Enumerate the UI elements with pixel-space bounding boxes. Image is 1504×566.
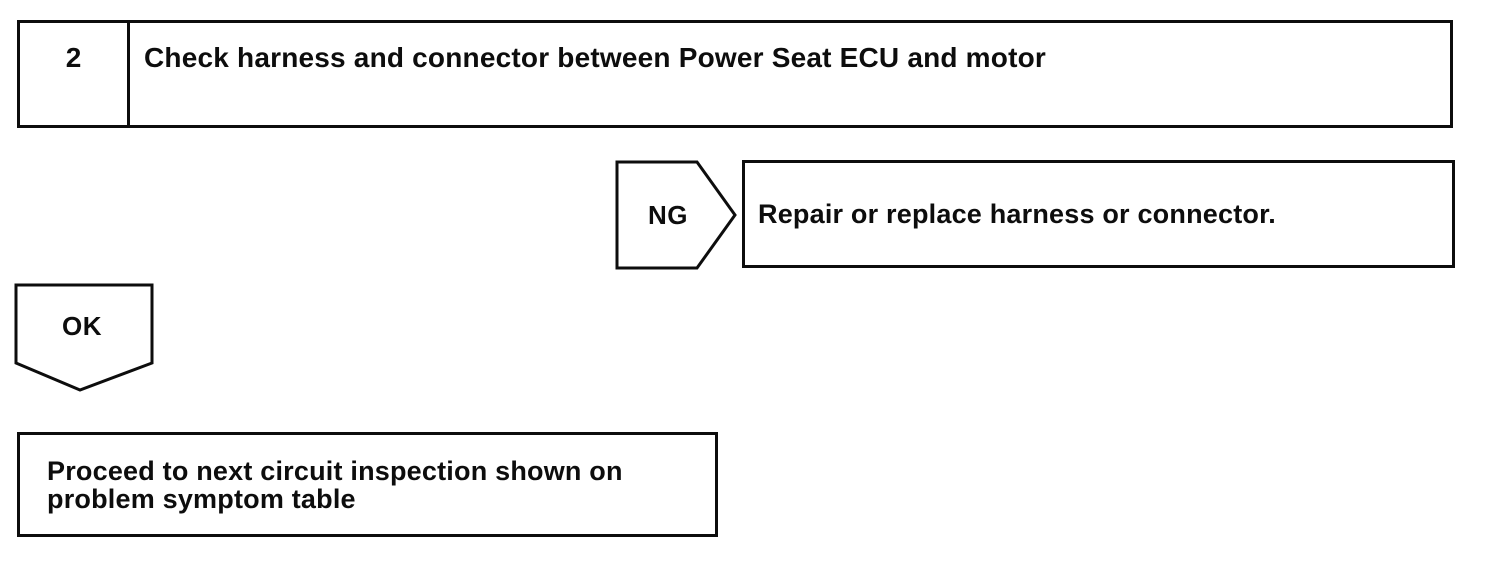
ng-result-box: Repair or replace harness or connector.: [742, 160, 1455, 268]
step-number: 2: [20, 23, 130, 125]
step-box: 2 Check harness and connector between Po…: [17, 20, 1453, 128]
ng-pentagon-right-icon: [615, 160, 737, 270]
ok-connector: OK: [13, 283, 157, 395]
ok-pentagon-down-icon: [14, 283, 154, 392]
step-title: Check harness and connector between Powe…: [144, 42, 1046, 73]
ok-result-line-1: Proceed to next circuit inspection shown…: [47, 455, 623, 486]
ok-connector-label: OK: [62, 311, 102, 341]
ng-connector-label: NG: [648, 200, 688, 230]
ok-result-box: Proceed to next circuit inspection shown…: [17, 432, 718, 537]
ng-result-text: Repair or replace harness or connector.: [758, 198, 1276, 229]
ng-connector: NG: [615, 160, 741, 272]
ok-result-line-2: problem symptom table: [47, 483, 356, 514]
